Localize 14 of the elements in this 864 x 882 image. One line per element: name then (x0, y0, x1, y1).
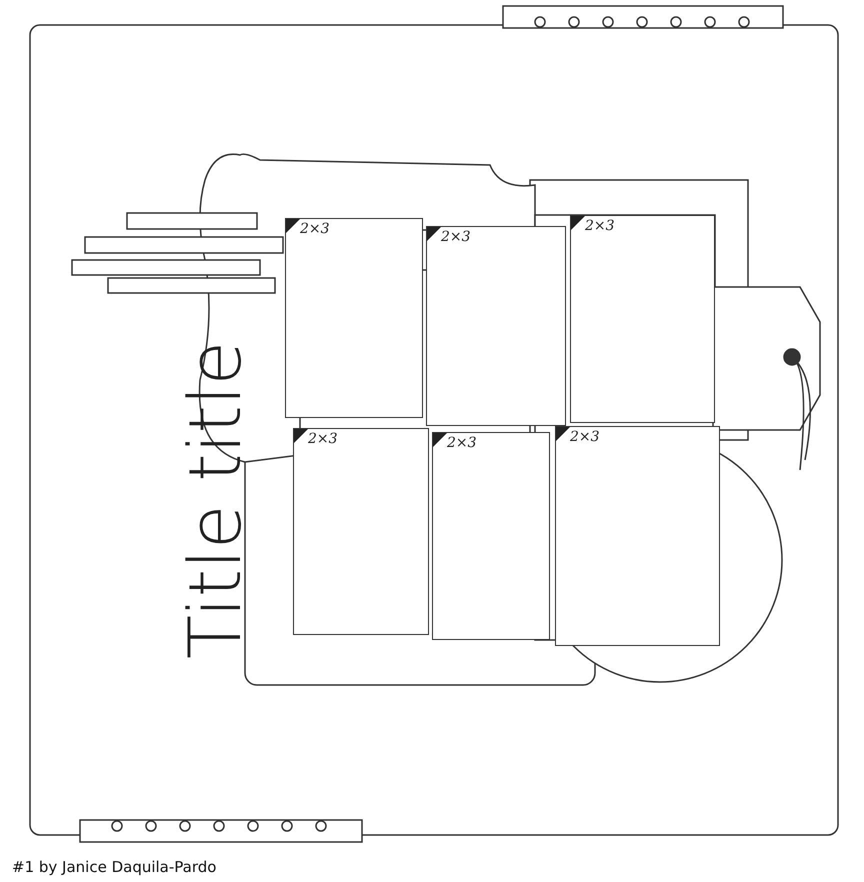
photo-size-label: 2×3 (585, 218, 615, 234)
photo-mat (432, 432, 550, 640)
credit-text: #1 by Janice Daquila-Pardo (12, 858, 216, 876)
photo-mat (285, 218, 423, 418)
photo-size-label: 2×3 (441, 229, 471, 245)
photo-size-label: 2×3 (300, 221, 330, 237)
photo-size-label: 2×3 (308, 431, 338, 447)
photo-mat (555, 426, 720, 646)
photo-mat (293, 428, 429, 635)
photo-mat (426, 226, 566, 426)
title-text: Title title (173, 341, 257, 659)
photo-mat (570, 215, 715, 423)
photo-size-label: 2×3 (447, 435, 477, 451)
photo-size-label: 2×3 (570, 429, 600, 445)
